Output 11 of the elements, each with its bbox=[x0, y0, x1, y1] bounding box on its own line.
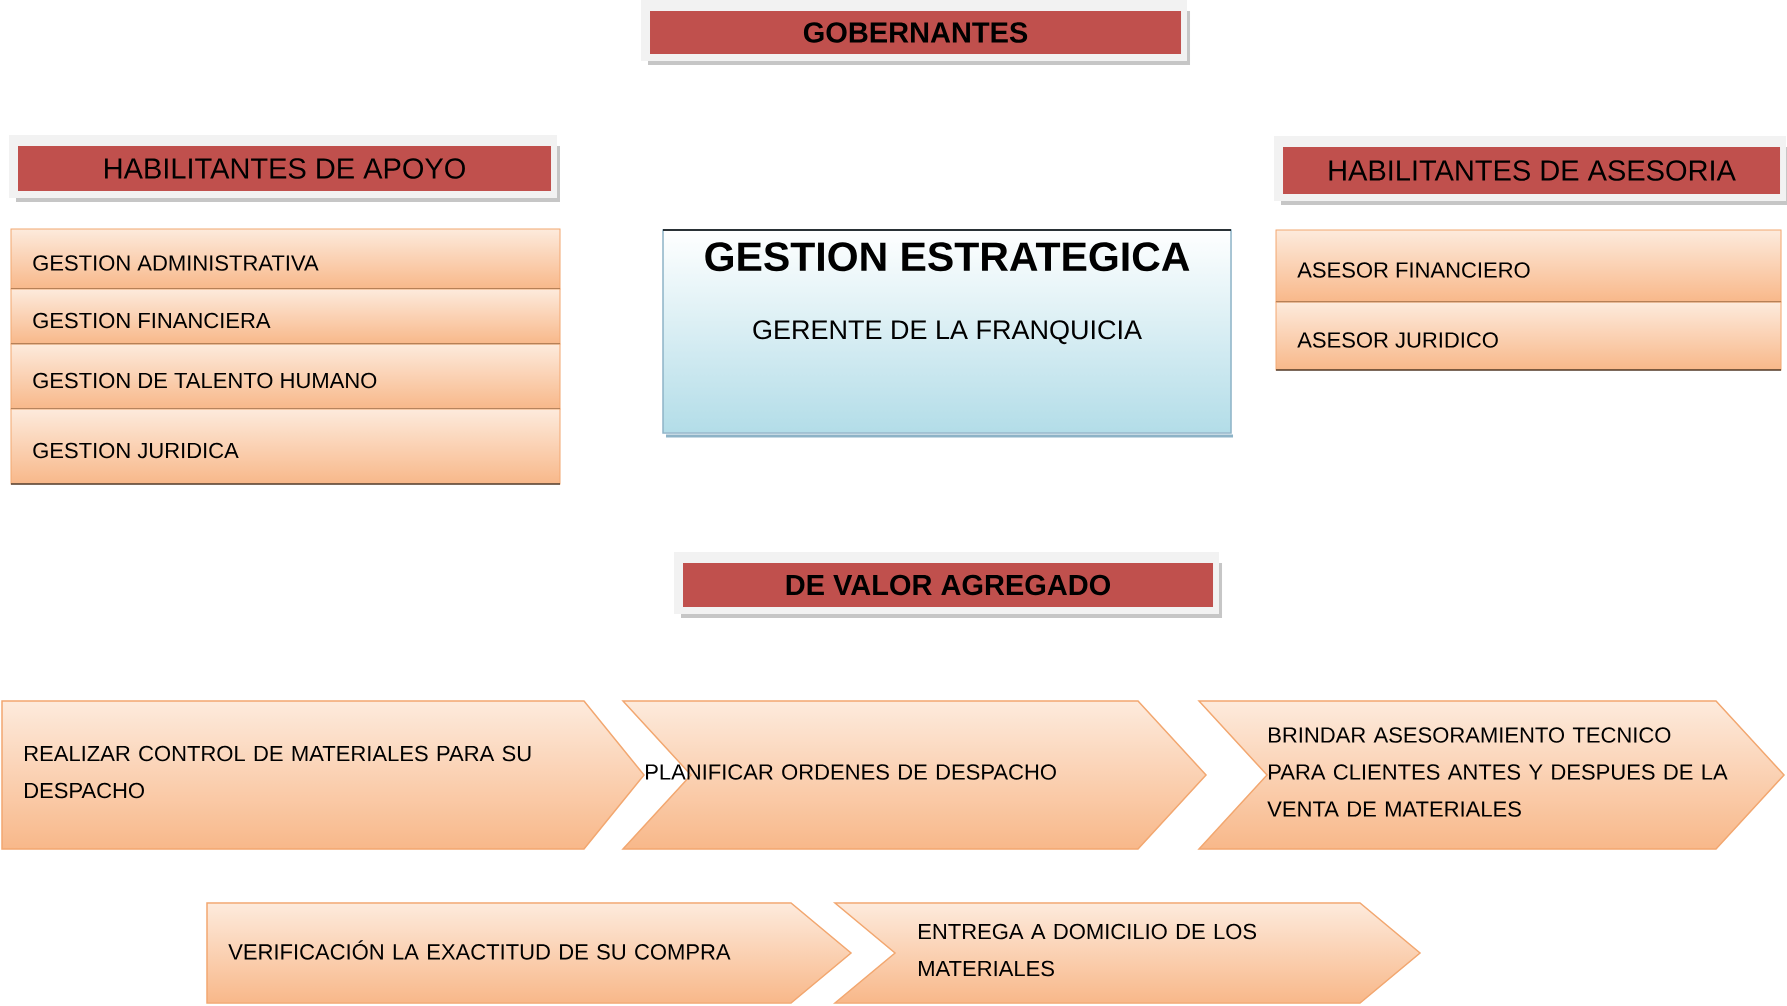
list-row: GESTION FINANCIERA bbox=[10, 288, 561, 345]
list-row: ASESOR JURIDICO bbox=[1275, 301, 1782, 371]
header-band: DE VALOR AGREGADO bbox=[674, 552, 1222, 618]
strategy-box: GESTION ESTRATEGICA GERENTE DE LA FRANQUICIA bbox=[662, 229, 1233, 438]
header-band: HABILITANTES DE APOYO bbox=[9, 135, 560, 202]
list-row: GESTION JURIDICA bbox=[10, 408, 561, 485]
header-band: HABILITANTES DE ASESORIA bbox=[1274, 136, 1787, 205]
header-band: GOBERNANTES bbox=[641, 0, 1190, 65]
list-row: ASESOR FINANCIERO bbox=[1275, 229, 1782, 303]
list-row: GESTION ADMINISTRATIVA bbox=[10, 228, 561, 290]
list-row: GESTION DE TALENTO HUMANO bbox=[10, 343, 561, 410]
